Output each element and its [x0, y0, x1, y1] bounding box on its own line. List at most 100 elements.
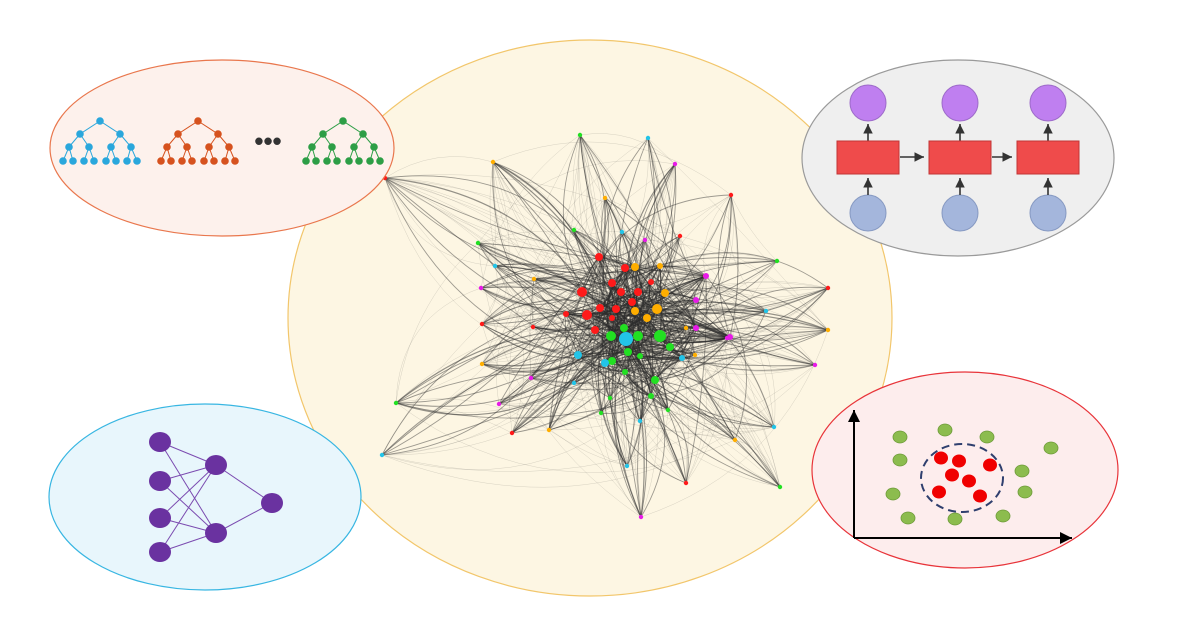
graph-edge	[659, 252, 829, 289]
tree-node	[123, 157, 131, 165]
graph-edge	[481, 331, 618, 367]
tree-node	[80, 157, 88, 165]
output-node	[1029, 84, 1067, 122]
graph-edge	[726, 337, 816, 370]
graph-edge	[548, 429, 642, 518]
graph-node	[496, 401, 502, 407]
graph-edge	[579, 134, 666, 294]
graph-node	[763, 308, 769, 314]
graph-edge	[654, 194, 732, 381]
graph-edge	[573, 197, 642, 518]
graph-edge	[384, 177, 579, 356]
clustered-point	[934, 451, 948, 465]
trees-panel: •••	[49, 59, 395, 237]
graph-edge	[577, 335, 639, 358]
graph-edge	[480, 287, 634, 315]
graph-node	[657, 263, 663, 269]
graph-edge	[604, 362, 736, 441]
graph-edge	[381, 364, 816, 488]
graph-edge	[729, 260, 778, 338]
tree-node	[116, 130, 124, 138]
graph-edge	[577, 354, 656, 383]
graph-edge	[621, 231, 829, 298]
graph-edge	[481, 265, 636, 325]
graph-edge	[481, 296, 697, 325]
graph-edge	[647, 137, 697, 329]
graph-edge	[654, 336, 731, 381]
graph-edge	[577, 197, 606, 356]
graph-edge	[480, 286, 583, 293]
tree-edge	[79, 120, 101, 135]
graph-edge	[598, 256, 697, 329]
graph-edge	[656, 308, 736, 441]
tree-node	[221, 157, 229, 165]
graph-node	[648, 393, 654, 399]
graph-edge	[395, 398, 550, 431]
graph-edge	[511, 335, 612, 434]
graph-node	[631, 263, 639, 271]
graph-edge	[492, 161, 588, 316]
trees-panel-background	[49, 59, 395, 237]
graph-edge	[395, 362, 606, 413]
graph-node	[777, 484, 783, 490]
data-point	[892, 430, 908, 444]
graph-node	[683, 325, 689, 331]
graph-edge	[620, 253, 778, 293]
graph-edge	[620, 355, 641, 467]
graph-edge	[384, 177, 596, 331]
tree-node	[163, 143, 171, 151]
graph-edge	[492, 161, 636, 268]
graph-edge	[656, 308, 731, 338]
graph-edge	[659, 265, 707, 277]
graph-edge	[639, 346, 671, 422]
neural-network-panel	[48, 403, 362, 591]
graph-node	[601, 359, 609, 367]
more-trees-ellipsis: •••	[254, 126, 281, 156]
graph-edge	[694, 354, 736, 441]
tree-node	[194, 117, 202, 125]
graph-edge	[647, 137, 731, 338]
graph-edge	[659, 265, 706, 277]
tree-node	[178, 157, 186, 165]
graph-edge	[480, 286, 583, 293]
graph-edge	[480, 287, 641, 422]
graph-node	[728, 192, 734, 198]
graph-edge	[548, 327, 687, 431]
tree-node	[188, 157, 196, 165]
tree-icon	[302, 117, 384, 165]
graph-edge	[477, 238, 622, 293]
graph-edge	[498, 291, 583, 405]
graph-node	[606, 331, 616, 341]
recurrent-cell	[836, 140, 900, 175]
tree-node	[107, 143, 115, 151]
graph-edge	[627, 299, 697, 353]
graph-edge	[530, 338, 627, 379]
graph-edge	[637, 335, 816, 371]
tree-node	[319, 130, 327, 138]
recurrent-cell	[1016, 140, 1080, 175]
graph-edge	[611, 360, 781, 488]
graph-edge	[498, 371, 626, 405]
graph-node	[479, 361, 485, 367]
graph-edge	[632, 355, 641, 422]
input-node	[941, 194, 979, 232]
graph-edge	[477, 242, 534, 328]
graph-edge	[498, 403, 736, 441]
tree-node	[69, 157, 77, 165]
graph-edge	[530, 377, 687, 484]
input-node	[849, 194, 887, 232]
graph-edge	[481, 335, 612, 365]
graph-node	[645, 135, 651, 141]
graph-edge	[481, 265, 498, 325]
graph-edge	[395, 402, 736, 473]
graph-edge	[384, 177, 588, 316]
graph-node	[633, 331, 643, 341]
graph-node	[652, 304, 662, 314]
graph-edge	[477, 242, 639, 293]
graph-edge	[703, 194, 732, 277]
graph-edge	[492, 141, 732, 196]
graph-edge	[481, 267, 626, 365]
graph-edge	[395, 266, 636, 404]
graph-node	[582, 310, 592, 320]
graph-edge	[384, 174, 681, 237]
